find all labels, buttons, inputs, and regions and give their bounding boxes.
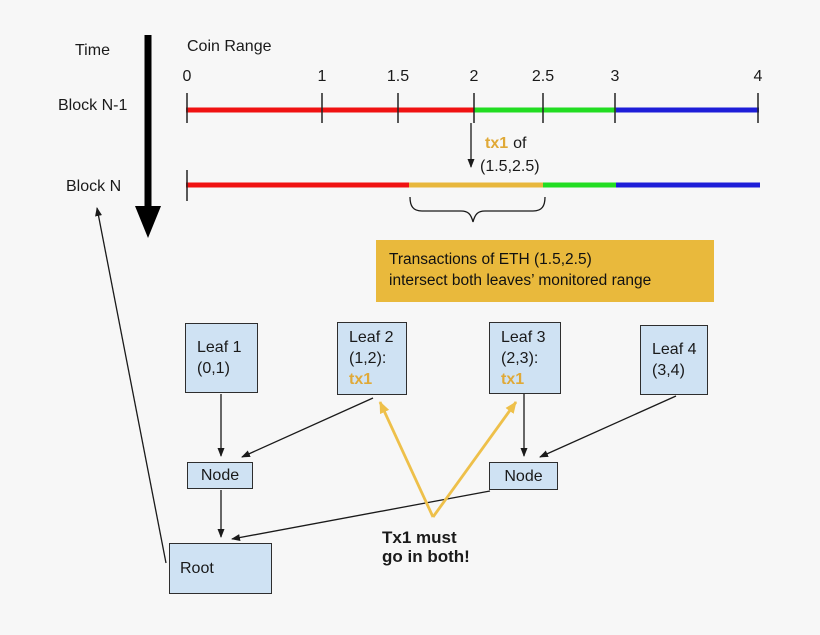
- axis-tick-label: 1: [317, 68, 327, 85]
- leaf-tx: tx1: [501, 370, 525, 388]
- axis-tick-label: 3: [610, 68, 620, 85]
- axis-tick-label: 1.5: [386, 68, 410, 85]
- leaf-4-box: Leaf 4 (3,4): [640, 325, 708, 395]
- leaf-range: (0,1): [197, 360, 230, 377]
- block-n-label: Block N: [66, 178, 122, 195]
- leaf-range: (3,4): [652, 362, 685, 379]
- tx1-must-note: Tx1 must go in both!: [382, 528, 470, 566]
- leaf-range: (2,3):: [501, 349, 539, 367]
- tx1-annotation-range: (1.5,2.5): [480, 158, 540, 175]
- tx1-annotation-of: of: [513, 135, 527, 152]
- leaf-title: Leaf 1: [197, 339, 242, 356]
- callout-line2: intersect both leaves’ monitored range: [389, 272, 652, 289]
- arrow-leaf4-to-node2: [539, 395, 677, 458]
- leaf-title: Leaf 4: [652, 341, 697, 358]
- leaf-1-box: Leaf 1 (0,1): [185, 323, 258, 393]
- node-1-box: Node: [187, 462, 253, 489]
- root-label: Root: [180, 560, 214, 577]
- intersection-callout: Transactions of ETH (1.5,2.5) intersect …: [376, 240, 714, 302]
- time-arrow: [135, 35, 161, 238]
- leaf-2-box: Leaf 2 (1,2): tx1: [337, 322, 407, 395]
- block-n1-range-bar: [186, 93, 759, 123]
- leaf-title: Leaf 2: [349, 329, 394, 346]
- tx1-both-leaves-arrows: [378, 401, 518, 518]
- axis-tick-label: 0: [182, 68, 192, 85]
- block-n-range-bar: [186, 170, 760, 201]
- range-brace: [409, 196, 546, 223]
- leaf-tx: tx1: [349, 371, 373, 388]
- leaf-range: (1,2):: [349, 350, 387, 367]
- node-2-box: Node: [489, 462, 558, 490]
- coin-range-label: Coin Range: [187, 38, 272, 55]
- note-line1: Tx1 must: [382, 528, 457, 547]
- time-label: Time: [75, 42, 110, 59]
- axis-tick-label: 2.5: [531, 68, 555, 85]
- node-label: Node: [504, 467, 543, 485]
- tx1-annotation-name: tx1: [485, 135, 509, 152]
- leaf-3-box: Leaf 3 (2,3): tx1: [489, 322, 561, 394]
- leaf-title: Leaf 3: [501, 328, 546, 346]
- node-label: Node: [200, 467, 240, 484]
- block-n1-label: Block N-1: [58, 97, 128, 114]
- arrow-root-to-block-n: [95, 207, 167, 564]
- axis-tick-label: 4: [753, 68, 763, 85]
- axis-tick-label: 2: [469, 68, 479, 85]
- arrow-leaf2-to-node1: [241, 397, 374, 458]
- callout-line1: Transactions of ETH (1.5,2.5): [389, 251, 592, 268]
- note-line2: go in both!: [382, 547, 470, 566]
- root-box: Root: [169, 543, 272, 594]
